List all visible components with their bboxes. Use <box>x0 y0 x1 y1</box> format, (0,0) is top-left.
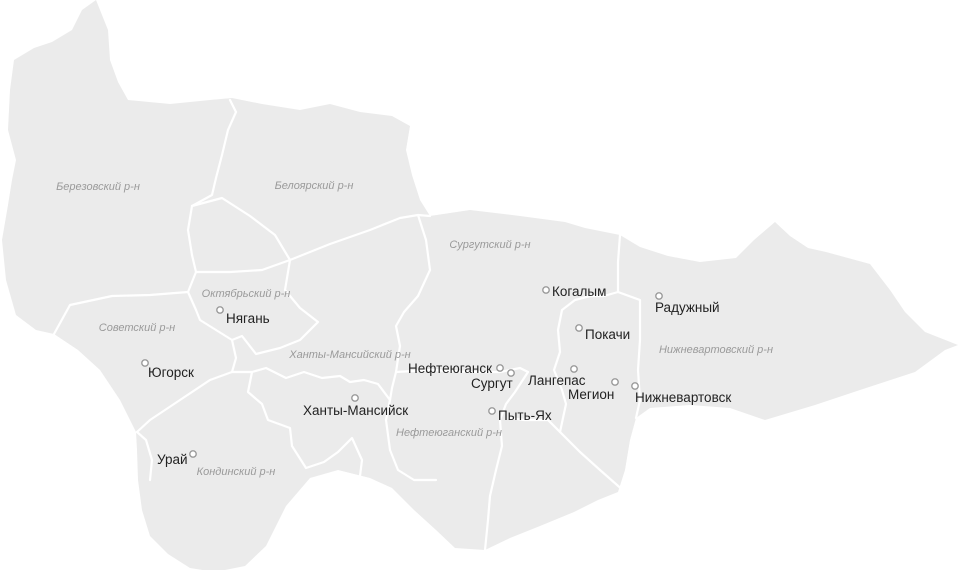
city-label-kogalym[interactable]: Когалым <box>552 284 606 299</box>
border-oktyabrsky-khm <box>135 258 320 434</box>
border-nefteyugansky-north <box>394 366 530 374</box>
border-kondinsky-sovetsky <box>135 430 154 482</box>
district-label-kondinsky: Кондинский р-н <box>197 466 276 478</box>
border-berezovsky-beloyarsky <box>190 98 238 208</box>
border-sovetsky-oktyabrsky <box>186 290 234 342</box>
district-label-sovetsky: Советский р-н <box>99 322 175 334</box>
border-kondinsky-khm <box>246 370 364 478</box>
city-label-nyagan[interactable]: Нягань <box>226 311 270 326</box>
city-label-surgut[interactable]: Сургут <box>471 376 513 391</box>
city-label-nefteyugansk[interactable]: Нефтеюганск <box>408 361 492 376</box>
border-beloyarsky-surgutsky <box>190 196 432 262</box>
city-marker-raduzhny[interactable] <box>655 292 663 300</box>
city-label-yugorsk[interactable]: Югорск <box>148 365 194 380</box>
district-label-beloyarsky: Белоярский р-н <box>275 180 354 192</box>
border-surgutsky-nefteyugansky-south <box>508 416 562 434</box>
city-label-pokachi[interactable]: Покачи <box>585 327 630 342</box>
city-marker-surgut[interactable] <box>507 369 515 377</box>
city-label-khanty-mansiysk[interactable]: Ханты-Мансийск <box>303 403 408 418</box>
district-label-nizhnevartovsky: Нижневартовский р-н <box>659 344 773 356</box>
city-marker-nyagan[interactable] <box>216 306 224 314</box>
city-marker-nizhnevartovsk[interactable] <box>631 382 639 390</box>
border-nefteyugansky-east <box>483 370 530 552</box>
city-label-raduzhny[interactable]: Радужный <box>655 300 720 315</box>
district-label-khanty-mansiysky: Ханты-Мансийский р-н <box>288 349 410 361</box>
border-oktyabrsky-south <box>194 258 292 274</box>
border-nefteyugansky-west <box>384 398 438 482</box>
city-label-langepas[interactable]: Лангепас <box>528 373 586 388</box>
district-label-oktyabrsky: Октябрьский р-н <box>202 288 291 300</box>
district-label-berezovsky: Березовский р-н <box>56 181 140 193</box>
city-marker-uray[interactable] <box>189 450 197 458</box>
district-label-surgutsky: Сургутский р-н <box>449 239 530 251</box>
city-marker-kogalym[interactable] <box>542 286 550 294</box>
city-label-pyt-yakh[interactable]: Пыть-Ях <box>498 408 552 423</box>
city-label-megion[interactable]: Мегион <box>568 387 614 402</box>
city-marker-nefteyugansk[interactable] <box>496 364 504 372</box>
city-marker-yugorsk[interactable] <box>141 359 149 367</box>
city-label-uray[interactable]: Урай <box>157 452 188 467</box>
border-khm-surgutsky <box>388 213 432 402</box>
border-khm-south <box>230 366 392 402</box>
city-label-nizhnevartovsk[interactable]: Нижневартовск <box>635 390 731 405</box>
city-marker-khanty-mansiysk[interactable] <box>351 394 359 402</box>
border-nizhnevartovsky-south <box>558 430 627 494</box>
district-label-nefteyugansky: Нефтеюганский р-н <box>396 427 502 439</box>
city-marker-pokachi[interactable] <box>575 324 583 332</box>
city-marker-megion[interactable] <box>611 378 619 386</box>
city-marker-pyt-yakh[interactable] <box>488 407 496 415</box>
border-nizhnevartovsky-inner <box>616 290 642 420</box>
city-marker-langepas[interactable] <box>570 365 578 373</box>
